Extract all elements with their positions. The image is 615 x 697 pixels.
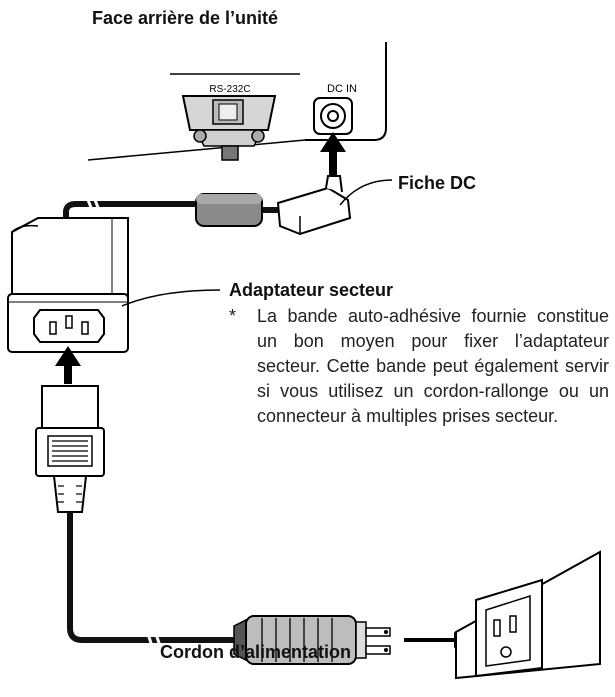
rs232c-label: RS-232C [209,84,250,95]
mains-plug [233,615,391,665]
rear-panel [87,42,387,161]
note-text: La bande auto-adhésive fournie constitue… [257,306,609,426]
wall-outlet [455,550,601,680]
dc-in-label: DC IN [327,83,357,95]
rs232c-port: RS-232C [181,84,277,161]
dc-cable [63,193,290,230]
iec-connector [35,385,105,513]
adapter-note: * La bande auto-adhésive fournie constit… [229,304,609,429]
arrow-dc-in [320,132,346,176]
dc-in-jack: DC IN [313,83,357,135]
rear-panel-label: Face arrière de l’unité [91,8,279,28]
ac-adapter [7,217,129,353]
dc-plug-label: Fiche DC [398,173,477,193]
leader-fiche-dc [339,179,393,206]
arrow-adapter-inlet [55,346,81,384]
dc-plug [276,175,352,236]
ac-adapter-label: Adaptateur secteur [229,280,394,300]
leader-adaptateur [121,289,221,307]
power-cord [67,512,236,647]
power-cord-label: Cordon d’alimentation [160,642,351,662]
note-marker: * [229,306,237,326]
